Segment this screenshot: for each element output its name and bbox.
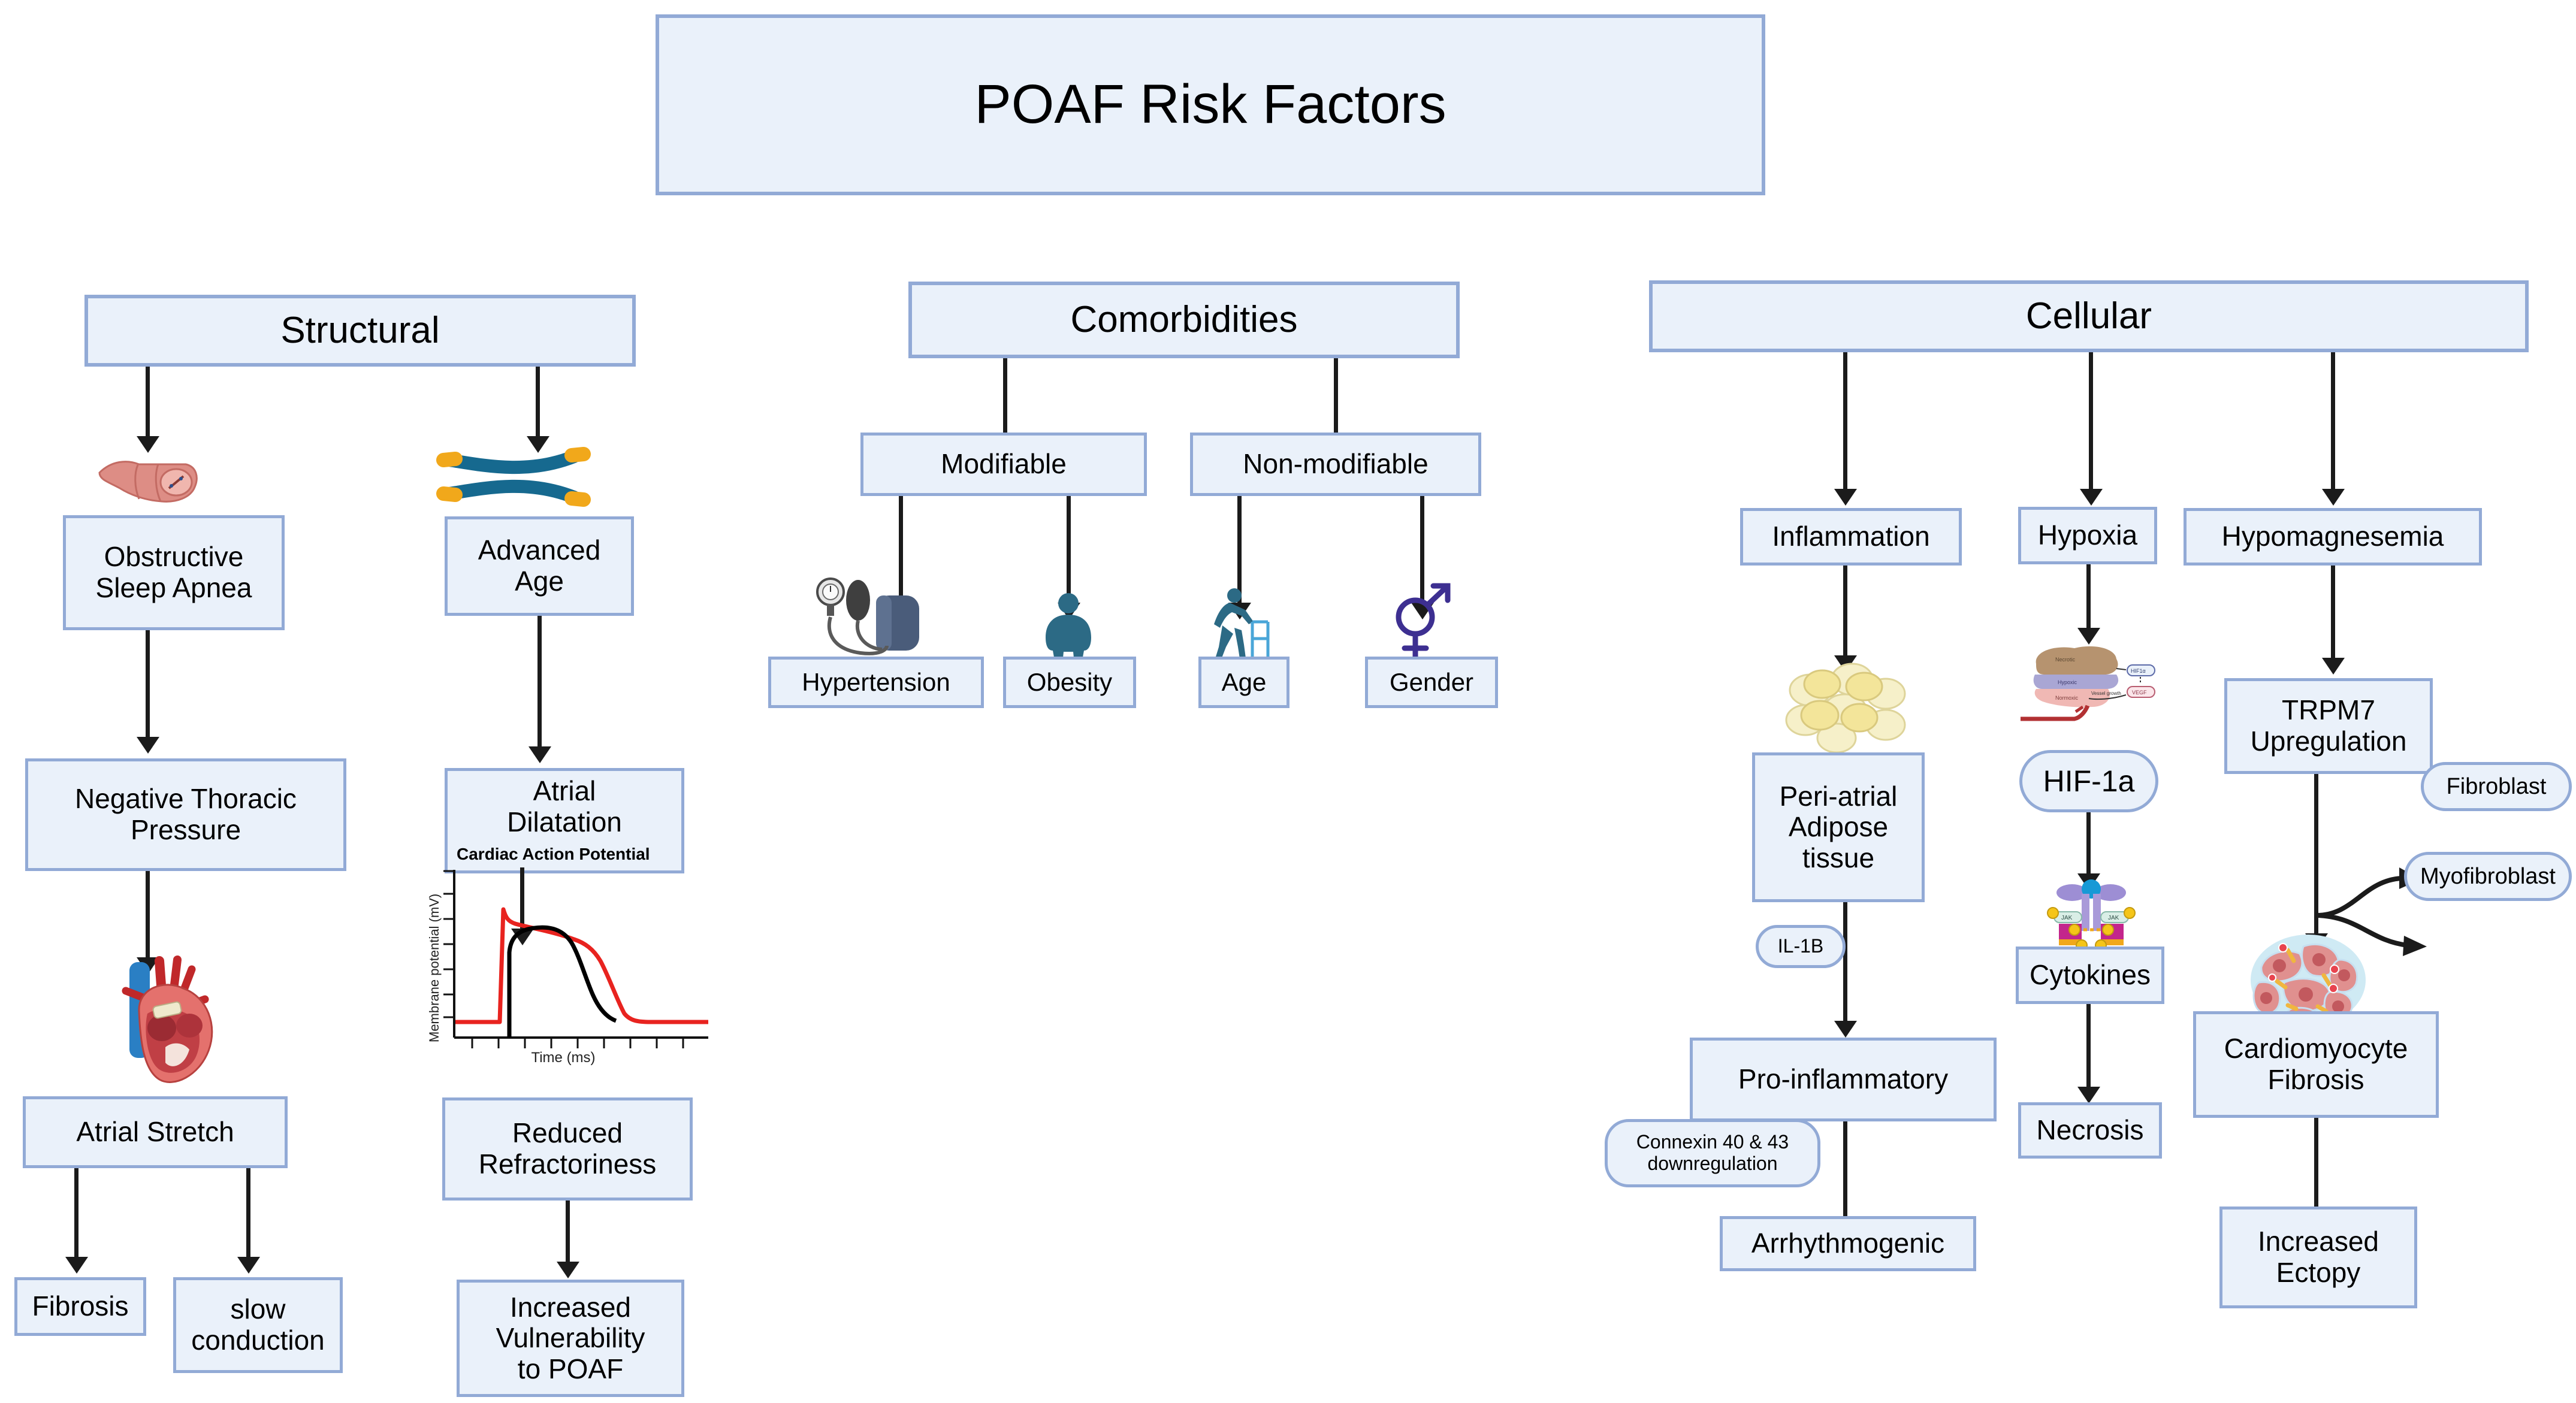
node-hypertension: Hypertension [768, 657, 984, 708]
blood-pressure-cuff-icon [803, 575, 941, 663]
node-age: Age [1198, 657, 1289, 708]
svg-text:Necrotic: Necrotic [2055, 657, 2076, 663]
arrow-negative-pressure-to-atrial-stretch [146, 871, 150, 958]
arrow-modifiable-to-obesity [1067, 496, 1071, 604]
node-cardiomyocyte-fibrosis: Cardiomyocyte Fibrosis [2193, 1011, 2439, 1118]
elderly-walker-icon [1206, 587, 1275, 664]
lung-icon [96, 446, 201, 509]
arrow-cardiomyocyte-fibrosis-to-ectopy [2314, 1118, 2318, 1214]
node-myofibroblast: Myofibroblast [2404, 852, 2572, 901]
arrow-trpm7-to-myofibroblast [2316, 913, 2427, 956]
node-hypomagnesemia: Hypomagnesemia [2184, 508, 2482, 566]
gender-symbol-icon [1384, 580, 1456, 664]
arrow-hypomagnesemia-to-trpm7 [2331, 566, 2335, 659]
node-obesity: Obesity [1003, 657, 1136, 708]
node-trpm7-upregulation: TRPM7 Upregulation [2224, 678, 2433, 774]
arrow-structural-to-osa [146, 367, 150, 437]
node-fibroblast: Fibroblast [2421, 762, 2572, 811]
arrow-chart-annotation [520, 867, 524, 930]
arrow-trpm7-to-cardiomyocyte-fibrosis [2314, 774, 2318, 935]
arrow-adipose-to-pro-inflammatory [1843, 902, 1847, 1022]
edge-label-il-1b: IL-1B [1756, 925, 1846, 968]
node-necrosis: Necrosis [2018, 1102, 2162, 1159]
node-hypoxia: Hypoxia [2018, 507, 2157, 564]
node-pro-inflammatory: Pro-inflammatory [1690, 1038, 1997, 1121]
node-reduced-refractoriness: Reduced Refractoriness [442, 1097, 693, 1201]
arrow-comorbidities-to-modifiable [1003, 358, 1007, 434]
cardiac-action-potential-chart: Membrane potential (mV) [413, 863, 713, 1072]
node-atrial-stretch: Atrial Stretch [23, 1096, 288, 1168]
node-inflammation: Inflammation [1740, 508, 1962, 566]
arrow-modifiable-to-hypertension [899, 496, 903, 604]
arrow-hif-to-cytokines [2086, 812, 2091, 875]
arrow-cellular-to-inflammation [1843, 352, 1847, 490]
node-peri-atrial-adipose-tissue: Peri-atrial Adipose tissue [1752, 752, 1925, 902]
arrow-cellular-to-hypomagnesemia [2331, 352, 2335, 490]
node-fibrosis: Fibrosis [14, 1277, 146, 1336]
node-modifiable: Modifiable [860, 433, 1147, 496]
svg-text:Vessel growth: Vessel growth [2091, 691, 2121, 696]
adipocyte-cluster-icon [1783, 658, 1910, 754]
section-header-cellular: Cellular [1649, 280, 2529, 352]
node-cytokines: Cytokines [2016, 947, 2164, 1004]
svg-text:JAK: JAK [2061, 915, 2073, 921]
chromosome-icon [433, 443, 594, 509]
arrow-cytokines-to-necrosis [2086, 1004, 2091, 1088]
arrow-inflammation-to-adipose [1843, 566, 1847, 657]
node-advanced-age: Advanced Age [445, 516, 634, 616]
node-hif-1a: HIF-1a [2019, 750, 2158, 812]
arrow-atrial-stretch-to-fibrosis [74, 1168, 78, 1258]
node-increased-ectopy: Increased Ectopy [2219, 1207, 2417, 1308]
node-arrhythmogenic: Arrhythmogenic [1720, 1216, 1976, 1271]
arrow-structural-to-age [536, 367, 540, 437]
arrow-osa-to-negative-pressure [146, 630, 150, 738]
arrow-atrial-stretch-to-slow-conduction [246, 1168, 250, 1258]
arrow-hypoxia-to-hif [2086, 564, 2091, 629]
node-increased-vulnerability-to-poaf: Increased Vulnerability to POAF [457, 1280, 684, 1397]
arrow-reduced-refractoriness-to-vulnerability [566, 1201, 570, 1263]
arrow-non-modifiable-to-age [1237, 496, 1242, 604]
svg-text:VEGF: VEGF [2132, 690, 2147, 696]
arrow-advanced-age-to-atrial-dilatation [537, 616, 542, 748]
heart-anatomy-icon [102, 951, 234, 1095]
edge-label-connexin-downregulation: Connexin 40 & 43 downregulation [1605, 1119, 1820, 1187]
obese-person-icon [1040, 592, 1097, 664]
chart-ylabel: Membrane potential (mV) [427, 893, 442, 1042]
arrow-pro-inflammatory-to-arrhythmogenic [1843, 1121, 1847, 1217]
node-gender: Gender [1365, 657, 1498, 708]
section-header-structural: Structural [84, 295, 636, 367]
svg-text:HIF1α: HIF1α [2131, 668, 2146, 674]
arrow-comorbidities-to-non-modifiable [1334, 358, 1338, 434]
svg-text:JAK: JAK [2108, 915, 2119, 921]
node-non-modifiable: Non-modifiable [1190, 433, 1481, 496]
node-negative-thoracic-pressure: Negative Thoracic Pressure [25, 758, 346, 871]
node-obstructive-sleep-apnea: Obstructive Sleep Apnea [63, 515, 285, 630]
arrow-cellular-to-hypoxia [2089, 352, 2093, 490]
node-slow-conduction: slow conduction [173, 1277, 343, 1373]
svg-text:Hypoxic: Hypoxic [2058, 679, 2077, 685]
chart-title-cardiac-action-potential: Cardiac Action Potential [457, 845, 650, 863]
arrow-non-modifiable-to-gender [1420, 496, 1424, 604]
chart-xlabel: Time (ms) [531, 1050, 596, 1066]
jak-stat-receptor-icon: JAK JAK [2037, 879, 2145, 956]
tumor-hypoxia-icon: Necrotic Hypoxic Normoxic HIF1α VEGF Ves… [2021, 640, 2162, 724]
node-atrial-dilatation: Atrial Dilatation [445, 768, 684, 873]
page-title: POAF Risk Factors [656, 14, 1765, 195]
svg-text:Normoxic: Normoxic [2055, 695, 2079, 701]
section-header-comorbidities: Comorbidities [908, 282, 1460, 358]
